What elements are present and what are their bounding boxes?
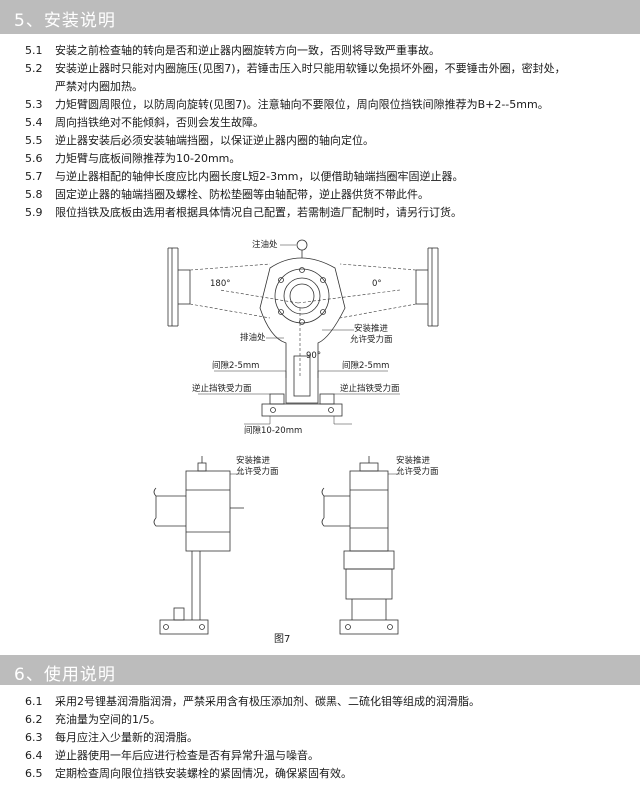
stop-face-right-label: 逆止挡铁受力面 xyxy=(340,383,400,394)
figure-7-diagram: 注油处 180° 0° 排油处 安装推进 允许受力面 90° 间隙2-5mm 间… xyxy=(153,239,439,645)
angle-0-label: 0° xyxy=(372,279,382,289)
item-text: 充油量为空间的1/5。 xyxy=(55,713,161,726)
side2-push-face-line2: 允许受力面 xyxy=(396,466,439,477)
item-number: 5.4 xyxy=(25,116,43,129)
angle-90-label: 90° xyxy=(306,351,321,361)
side2-push-face-line1: 安装推进 xyxy=(396,455,431,466)
item-number: 5.9 xyxy=(25,206,43,219)
gap-right-label: 间隙2-5mm xyxy=(342,360,389,371)
side-push-face-line2: 允许受力面 xyxy=(236,466,279,477)
item-number: 6.4 xyxy=(25,749,43,762)
angle-180-label: 180° xyxy=(210,279,230,289)
stop-face-left-label: 逆止挡铁受力面 xyxy=(192,383,252,394)
item-text: 与逆止器相配的轴伸长度应比内圈长度L短2-3mm，以便借助轴端挡圈牢固逆止器。 xyxy=(55,170,464,183)
usage-list: 6.1 采用2号锂基润滑脂润滑，严禁采用含有极压添加剂、碳黑、二硫化钼等组成的润滑… xyxy=(0,693,640,783)
item-number: 6.1 xyxy=(25,695,43,708)
list-item: 6.2 充油量为空间的1/5。 xyxy=(0,711,640,729)
item-text: 安装之前检查轴的转向是否和逆止器内圈旋转方向一致，否则将导致严重事故。 xyxy=(55,44,440,57)
list-item: 5.2 安装逆止器时只能对内圈施压(见图7)，若锤击压入时只能用软锤以免损坏外圈，… xyxy=(0,60,640,96)
list-item: 5.4 周向挡铁绝对不能倾斜，否则会发生故障。 xyxy=(0,114,640,132)
item-number: 5.8 xyxy=(25,188,43,201)
section-6-header: 6、使用说明 xyxy=(0,655,640,685)
gap-base-label: 间隙10-20mm xyxy=(244,425,302,436)
item-number: 5.6 xyxy=(25,152,43,165)
item-number: 5.7 xyxy=(25,170,43,183)
gap-left-label: 间隙2-5mm xyxy=(212,360,259,371)
oil-inlet-label: 注油处 xyxy=(252,239,278,250)
item-text: 周向挡铁绝对不能倾斜，否则会发生故障。 xyxy=(55,116,264,129)
item-text: 逆止器使用一年后应进行检查是否有异常升温与噪音。 xyxy=(55,749,319,762)
list-item: 5.9 限位挡铁及底板由选用者根据具体情况自己配置，若需制造厂配制时，请另行订货。 xyxy=(0,204,640,222)
item-number: 5.1 xyxy=(25,44,43,57)
reverse-stop-front-view xyxy=(259,239,346,417)
item-text: 力矩臂圆周限位，以防周向旋转(见图7)。注意轴向不要限位，周向限位挡铁间隙推荐为… xyxy=(55,98,549,111)
item-text: 每月应注入少量新的润滑脂。 xyxy=(55,731,198,744)
list-item: 5.8 固定逆止器的轴端挡圈及螺栓、防松垫圈等由轴配带，逆止器供货不带此件。 xyxy=(0,186,640,204)
push-face-line2: 允许受力面 xyxy=(350,334,393,345)
item-number: 6.3 xyxy=(25,731,43,744)
list-item: 6.4 逆止器使用一年后应进行检查是否有异常升温与噪音。 xyxy=(0,747,640,765)
list-item: 6.1 采用2号锂基润滑脂润滑，严禁采用含有极压添加剂、碳黑、二硫化钼等组成的润滑… xyxy=(0,693,640,711)
side-view-right xyxy=(321,456,400,635)
list-item: 5.5 逆止器安装后必须安装轴端挡圈，以保证逆止器内圈的轴向定位。 xyxy=(0,132,640,150)
item-number: 5.5 xyxy=(25,134,43,147)
side-push-face-line1: 安装推进 xyxy=(236,455,271,466)
item-text-continued: 严禁对内圈加热。 xyxy=(55,80,143,93)
right-wall-flange xyxy=(415,247,439,327)
item-text: 安装逆止器时只能对内圈施压(见图7)，若锤击压入时只能用软锤以免损坏外圈，不要锤… xyxy=(55,62,566,75)
section-6-title: 6、使用说明 xyxy=(14,665,116,685)
item-text: 逆止器安装后必须安装轴端挡圈，以保证逆止器内圈的轴向定位。 xyxy=(55,134,374,147)
figure-caption: 图7 xyxy=(274,633,290,645)
item-text: 力矩臂与底板间隙推荐为10-20mm。 xyxy=(55,152,241,165)
item-number: 6.5 xyxy=(25,767,43,780)
side-view-left xyxy=(153,456,244,635)
list-item: 6.3 每月应注入少量新的润滑脂。 xyxy=(0,729,640,747)
list-item: 6.5 定期检查周向限位挡铁安装螺栓的紧固情况，确保紧固有效。 xyxy=(0,765,640,783)
oil-outlet-label: 排油处 xyxy=(240,332,266,343)
item-number: 6.2 xyxy=(25,713,43,726)
list-item: 5.6 力矩臂与底板间隙推荐为10-20mm。 xyxy=(0,150,640,168)
item-number: 5.3 xyxy=(25,98,43,111)
section-5-header: 5、安装说明 xyxy=(0,0,640,34)
item-text: 固定逆止器的轴端挡圈及螺栓、防松垫圈等由轴配带，逆止器供货不带此件。 xyxy=(55,188,429,201)
list-item: 5.7 与逆止器相配的轴伸长度应比内圈长度L短2-3mm，以便借助轴端挡圈牢固逆止… xyxy=(0,168,640,186)
item-text: 定期检查周向限位挡铁安装螺栓的紧固情况，确保紧固有效。 xyxy=(55,767,352,780)
item-text: 采用2号锂基润滑脂润滑，严禁采用含有极压添加剂、碳黑、二硫化钼等组成的润滑脂。 xyxy=(55,695,480,708)
list-item: 5.1 安装之前检查轴的转向是否和逆止器内圈旋转方向一致，否则将导致严重事故。 xyxy=(0,42,640,60)
item-text: 限位挡铁及底板由选用者根据具体情况自己配置，若需制造厂配制时，请另行订货。 xyxy=(55,206,462,219)
list-item: 5.3 力矩臂圆周限位，以防周向旋转(见图7)。注意轴向不要限位，周向限位挡铁间隙… xyxy=(0,96,640,114)
push-face-line1: 安装推进 xyxy=(354,323,389,334)
item-number: 5.2 xyxy=(25,62,43,75)
section-5-title: 5、安装说明 xyxy=(14,11,116,31)
left-wall-flange xyxy=(167,247,191,327)
